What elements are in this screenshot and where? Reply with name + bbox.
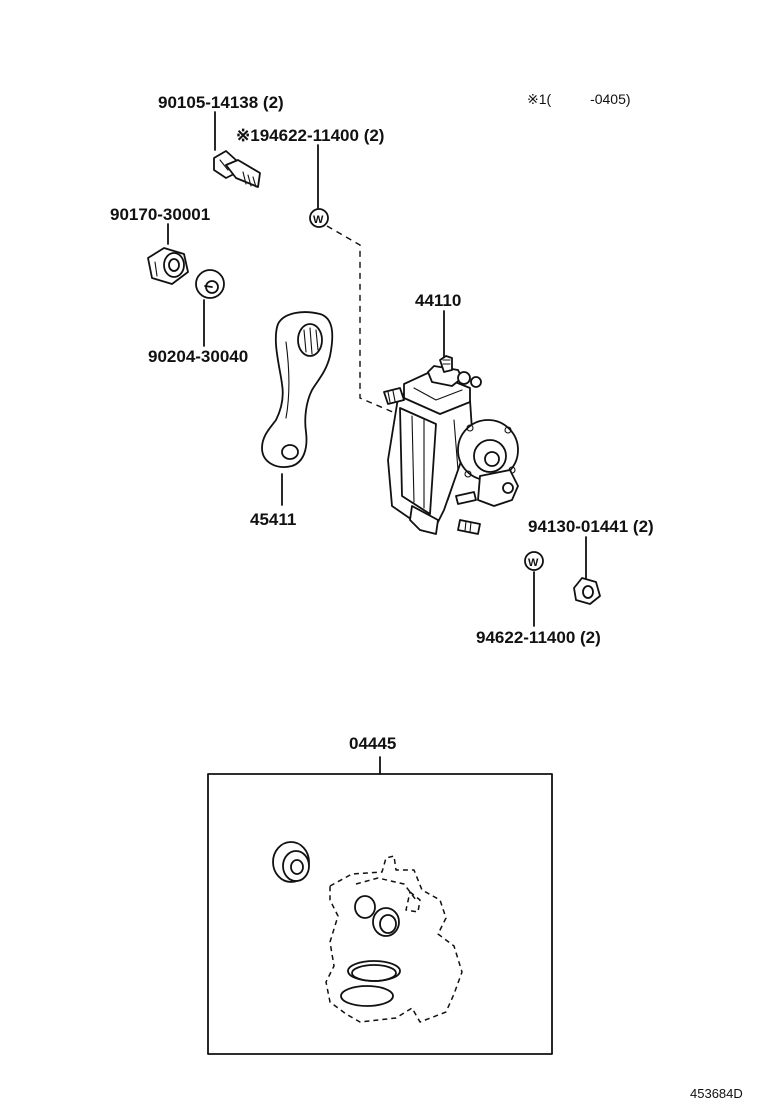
svg-text:W: W <box>528 557 539 569</box>
o-rings-icon <box>340 895 401 1007</box>
dashed-leader <box>326 225 403 417</box>
gasket-kit-box <box>207 773 553 1055</box>
pitman-arm-icon <box>261 311 334 468</box>
label-washer-w-upper: ※194622-11400 (2) <box>236 126 384 145</box>
washer-w-upper-icon: W <box>309 208 329 228</box>
figure-id: 453684D <box>690 1086 743 1101</box>
label-nut: 90170-30001 <box>110 205 210 224</box>
label-note: ※1( -0405) <box>527 91 631 107</box>
oil-seal-icon <box>272 841 310 883</box>
label-gasket-kit: 04445 <box>349 734 396 753</box>
label-pitman-arm: 45411 <box>250 510 296 529</box>
label-lock-washer: 90204-30040 <box>148 347 248 366</box>
svg-text:W: W <box>313 214 324 226</box>
label-washer-w-lower: 94622-11400 (2) <box>476 628 601 647</box>
label-nut-right: 94130-01441 (2) <box>528 517 654 536</box>
bolt-icon <box>213 150 261 188</box>
nut-icon <box>147 247 189 285</box>
label-bolt: 90105-14138 (2) <box>158 93 284 112</box>
leader-lines <box>167 111 587 775</box>
washer-w-lower-icon: W <box>524 551 544 571</box>
nut-right-icon <box>573 577 601 605</box>
lock-washer-icon <box>195 269 225 299</box>
label-gear-housing: 44110 <box>415 291 461 310</box>
gear-housing-icon <box>383 355 519 535</box>
housing-outline-icon <box>325 855 463 1023</box>
